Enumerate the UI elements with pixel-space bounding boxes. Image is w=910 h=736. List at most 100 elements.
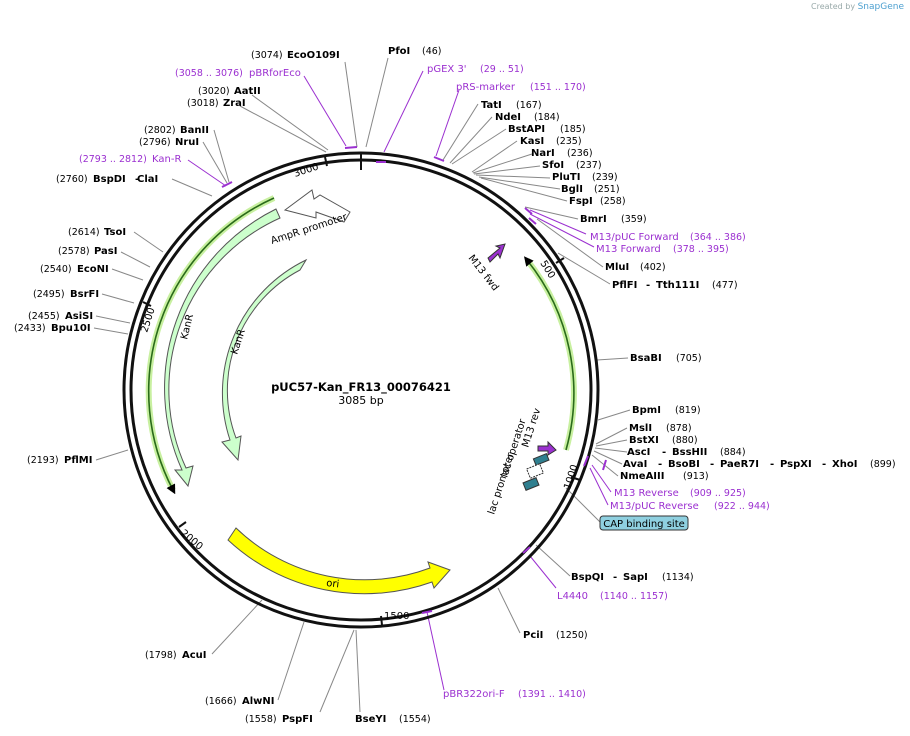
enzyme-name: PspXI xyxy=(780,459,812,470)
enzyme-pos: (3020) xyxy=(198,86,230,97)
enzyme-name: FspI xyxy=(569,196,593,207)
enzyme-name: BpmI xyxy=(632,405,661,416)
separator: - xyxy=(770,459,774,470)
feature-lac-promoter xyxy=(525,463,545,479)
enzyme-pos: (46) xyxy=(422,46,442,57)
enzyme-pos: (2433) xyxy=(14,323,46,334)
enzyme-pos: (1666) xyxy=(205,696,237,707)
enzyme-pos: (237) xyxy=(576,160,602,171)
enzyme-name: AlwNI xyxy=(242,696,275,707)
enzyme-name: BsaBI xyxy=(630,353,662,364)
enzyme-name: PluTI xyxy=(552,172,580,183)
enzyme-name: NruI xyxy=(175,137,199,148)
enzyme-name: AsiSI xyxy=(65,311,93,322)
enzyme-pos: (477) xyxy=(712,280,738,291)
enzyme-pos: (2614) xyxy=(68,227,100,238)
enzyme-pos: (1798) xyxy=(145,650,177,661)
separator: - xyxy=(135,174,139,185)
primer-range: (151 .. 170) xyxy=(530,82,586,93)
enzyme-pos: (819) xyxy=(675,405,701,416)
feature-label-ori: ori xyxy=(326,578,340,590)
primer-name: pRS-marker xyxy=(456,82,516,93)
separator: - xyxy=(646,280,650,291)
enzyme-name: BssHII xyxy=(672,447,707,458)
kanr2-arc xyxy=(523,256,575,451)
feature-kanr-inner xyxy=(221,258,308,462)
plasmid-size: 3085 bp xyxy=(338,394,383,407)
enzyme-name: BstXI xyxy=(629,435,659,446)
feature-ampr-promoter xyxy=(283,189,351,223)
kanr-arc-outer xyxy=(147,197,275,495)
enzyme-labels: (3074) EcoO109I PfoI (46) (3020) AatII (… xyxy=(14,46,896,725)
enzyme-name: ZraI xyxy=(223,98,246,109)
enzyme-pos: (1554) xyxy=(399,714,431,725)
primer-name: M13 Forward xyxy=(596,244,661,255)
feature-cap-site xyxy=(522,477,540,491)
primer-name: L4440 xyxy=(557,591,588,602)
feature-label-kanr-inner: KanR xyxy=(229,328,247,356)
cap-leader-line xyxy=(565,487,601,523)
primer-range: (1140 .. 1157) xyxy=(600,591,668,602)
enzyme-pos: (2540) xyxy=(40,264,72,275)
enzyme-pos: (3074) xyxy=(251,50,283,61)
enzyme-name: Bpu10I xyxy=(51,323,91,334)
primer-name: Kan-R xyxy=(152,154,181,165)
feature-ori xyxy=(227,527,451,595)
enzyme-pos: (402) xyxy=(640,262,666,273)
enzyme-pos: (705) xyxy=(676,353,702,364)
primer-range: (1391 .. 1410) xyxy=(518,689,586,700)
scale-ticks xyxy=(142,156,581,626)
enzyme-pos: (167) xyxy=(516,100,542,111)
enzyme-pos: (2193) xyxy=(27,455,59,466)
enzyme-pos: (2495) xyxy=(33,289,65,300)
enzyme-name: AatII xyxy=(234,86,261,97)
credit-prefix: Created by xyxy=(811,2,856,11)
separator: - xyxy=(710,459,714,470)
cap-binding-site-label: CAP binding site xyxy=(603,519,685,530)
enzyme-pos: (2802) xyxy=(144,125,176,136)
feature-kanr-outer xyxy=(164,208,281,488)
enzyme-pos: (184) xyxy=(534,112,560,123)
enzyme-name: Tth111I xyxy=(656,280,699,291)
feature-m13-rev xyxy=(537,440,557,456)
enzyme-pos: (258) xyxy=(600,196,626,207)
primer-leader-lines xyxy=(187,70,612,691)
separator: - xyxy=(658,459,662,470)
enzyme-name: BstAPI xyxy=(508,124,545,135)
enzyme-name: PfoI xyxy=(388,46,410,57)
feature-lac-operator xyxy=(532,452,550,466)
enzyme-name: BanII xyxy=(180,125,209,136)
enzyme-pos: (2578) xyxy=(58,246,90,257)
enzyme-name: NdeI xyxy=(495,112,521,123)
feature-label-m13-fwd: M13 fwd xyxy=(466,253,501,293)
enzyme-pos: (359) xyxy=(621,214,647,225)
enzyme-name: PflFI xyxy=(612,280,637,291)
enzyme-name: XhoI xyxy=(832,459,857,470)
enzyme-name: PciI xyxy=(523,630,543,641)
enzyme-name: SapI xyxy=(623,572,648,583)
tick-label-2000: 2000 xyxy=(178,528,205,553)
leader-lines xyxy=(93,57,631,713)
primer-name: pBR322ori-F xyxy=(443,689,505,700)
snapgene-logo: SnapGene xyxy=(857,2,904,12)
enzyme-name: AvaI xyxy=(623,459,647,470)
enzyme-name: BseYI xyxy=(355,714,386,725)
cap-binding-site-box xyxy=(599,515,689,531)
enzyme-name: MslI xyxy=(629,423,652,434)
primer-name: pBRforEco xyxy=(249,68,301,79)
snapgene-credit: Created by SnapGene xyxy=(811,2,904,12)
enzyme-name: TatI xyxy=(481,100,502,111)
enzyme-pos: (2455) xyxy=(28,311,60,322)
primer-range: (378 .. 395) xyxy=(673,244,729,255)
separator: - xyxy=(822,459,826,470)
enzyme-name: BmrI xyxy=(580,214,607,225)
feature-label-lac-promoter: lac promoter xyxy=(486,451,517,516)
primer-range: (364 .. 386) xyxy=(690,232,746,243)
enzyme-name: TsoI xyxy=(104,227,126,238)
enzyme-pos: (880) xyxy=(672,435,698,446)
primer-name: M13 Reverse xyxy=(614,488,679,499)
enzyme-name: PflMI xyxy=(64,455,92,466)
enzyme-pos: (2796) xyxy=(139,137,171,148)
enzyme-name: BglI xyxy=(561,184,583,195)
separator: - xyxy=(662,447,666,458)
